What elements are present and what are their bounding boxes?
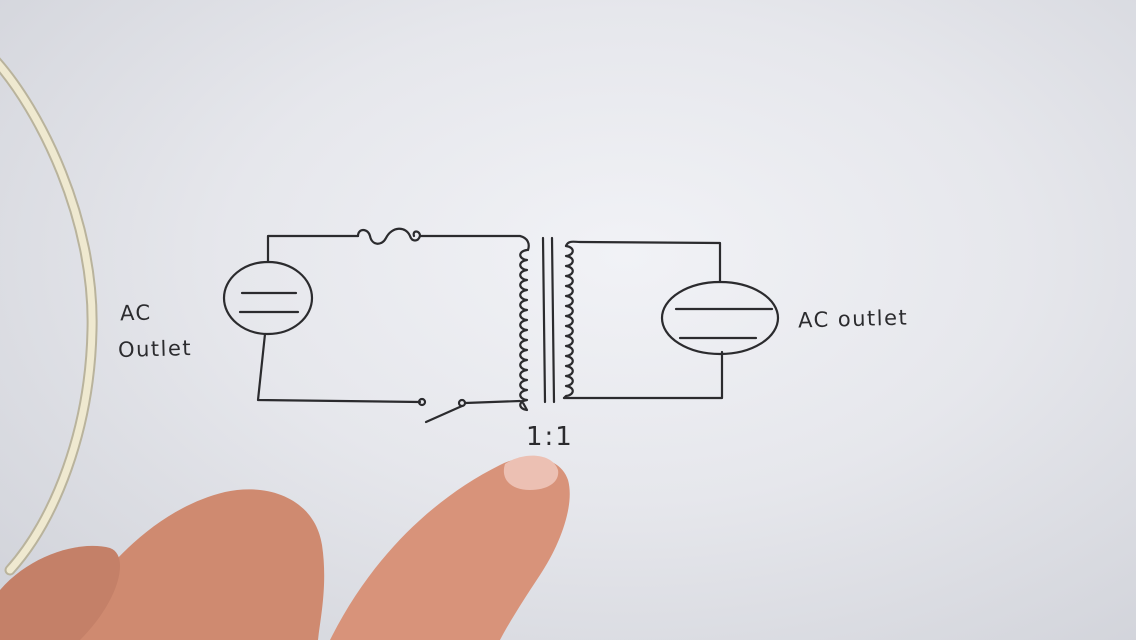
hand (0, 455, 570, 640)
left-wire-top (266, 234, 360, 264)
left-source-label-line2: Outlet (117, 336, 193, 362)
transformer-core-right (550, 236, 556, 404)
turns-ratio-label: 1:1 (526, 422, 574, 452)
fuse-symbol (356, 227, 422, 245)
left-ac-source-symbol (222, 260, 314, 336)
primary-coil (519, 248, 529, 412)
power-cable-highlight (0, 60, 96, 574)
secondary-coil (562, 244, 574, 400)
left-source-label-line1: AC (119, 300, 152, 326)
finger-pointing (330, 457, 570, 640)
right-wire-bottom (562, 350, 724, 400)
right-ac-source-symbol (660, 280, 780, 356)
left-wire-top-right (418, 234, 530, 252)
left-wire-bottom-right (463, 399, 522, 405)
right-source-label: AC outlet (797, 305, 909, 333)
transformer-core-left (541, 236, 547, 404)
right-wire-top (564, 240, 722, 284)
switch-lever (424, 404, 464, 424)
finger-middle (60, 489, 325, 640)
switch-contact-left (417, 397, 427, 407)
fingernail (503, 455, 559, 490)
finger-back (0, 545, 120, 640)
left-wire-bottom (256, 332, 422, 404)
